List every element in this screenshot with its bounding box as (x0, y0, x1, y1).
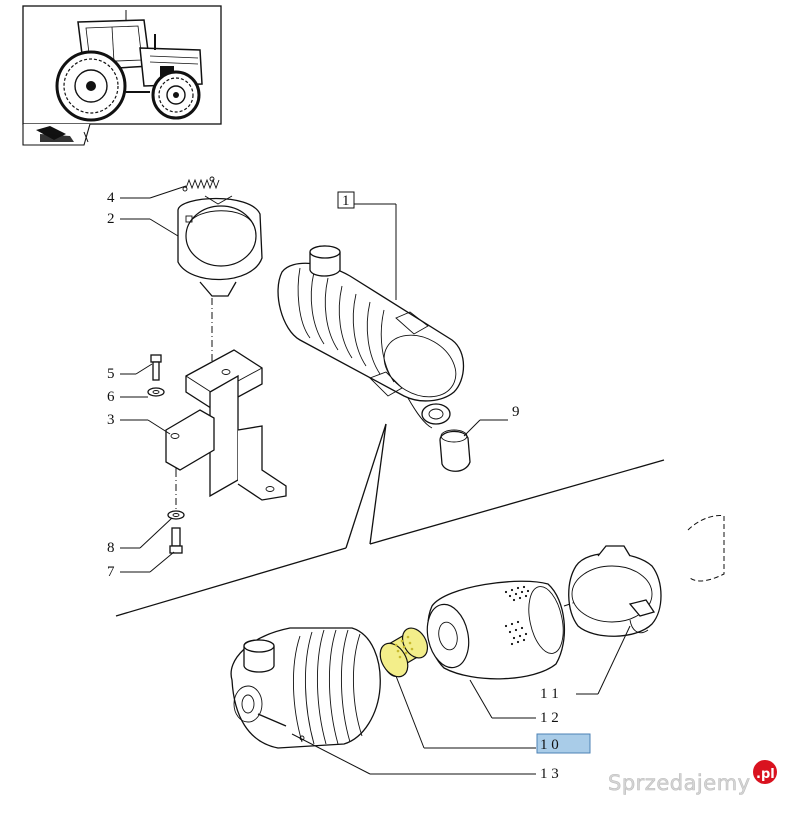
svg-text:1 3: 1 3 (540, 766, 559, 782)
arrow-book-icon[interactable] (36, 126, 89, 143)
svg-text:1 2: 1 2 (540, 710, 559, 726)
svg-text:1: 1 (342, 193, 350, 209)
svg-text:2: 2 (107, 211, 115, 227)
mounting-bracket-part[interactable] (165, 349, 287, 501)
callout-5: 5 (107, 363, 153, 382)
svg-text:1 1: 1 1 (540, 686, 559, 702)
spring-part[interactable] (182, 176, 220, 192)
clamp-band-part[interactable] (177, 195, 263, 297)
callout-8: 8 (107, 517, 173, 556)
dust-valve-part[interactable] (439, 429, 471, 472)
callout-3: 3 (107, 412, 171, 435)
svg-text:1 0: 1 0 (540, 737, 559, 753)
svg-text:6: 6 (107, 389, 115, 405)
svg-text:.pl: .pl (756, 767, 775, 782)
callout-7: 7 (107, 551, 175, 580)
svg-text:9: 9 (512, 404, 520, 420)
callout-1: 1 (337, 191, 397, 300)
callout-4: 4 (107, 185, 187, 206)
callout-12: 1 2 (469, 679, 559, 726)
callout-2: 2 (107, 211, 179, 237)
svg-text:5: 5 (107, 366, 115, 382)
lower-bolt-part[interactable] (169, 527, 183, 554)
safety-cartridge-part[interactable] (375, 624, 433, 682)
air-filter-housing-upper[interactable] (277, 245, 467, 429)
main-cartridge-part[interactable] (422, 580, 569, 680)
svg-text:4: 4 (107, 190, 115, 206)
washer-part[interactable] (147, 387, 165, 397)
svg-text:7: 7 (107, 564, 115, 580)
section-separator (115, 423, 665, 617)
watermark: Sprzedajemy .pl (608, 760, 777, 795)
callout-11: 1 1 (540, 625, 631, 702)
callout-13: 1 3 (291, 733, 559, 782)
tractor-icon (55, 10, 203, 122)
air-filter-body-part[interactable] (230, 627, 381, 749)
bolt-part[interactable] (150, 354, 162, 381)
svg-text:3: 3 (107, 412, 115, 428)
svg-text:8: 8 (107, 540, 115, 556)
thumbnail-panel[interactable] (22, 5, 222, 146)
callout-6: 6 (107, 389, 148, 405)
lower-washer-part[interactable] (167, 510, 185, 520)
callout-9: 9 (463, 404, 520, 437)
filter-cover-part[interactable] (563, 545, 662, 637)
callout-10[interactable]: 1 0 (395, 675, 591, 754)
svg-text:Sprzedajemy: Sprzedajemy (608, 771, 751, 795)
